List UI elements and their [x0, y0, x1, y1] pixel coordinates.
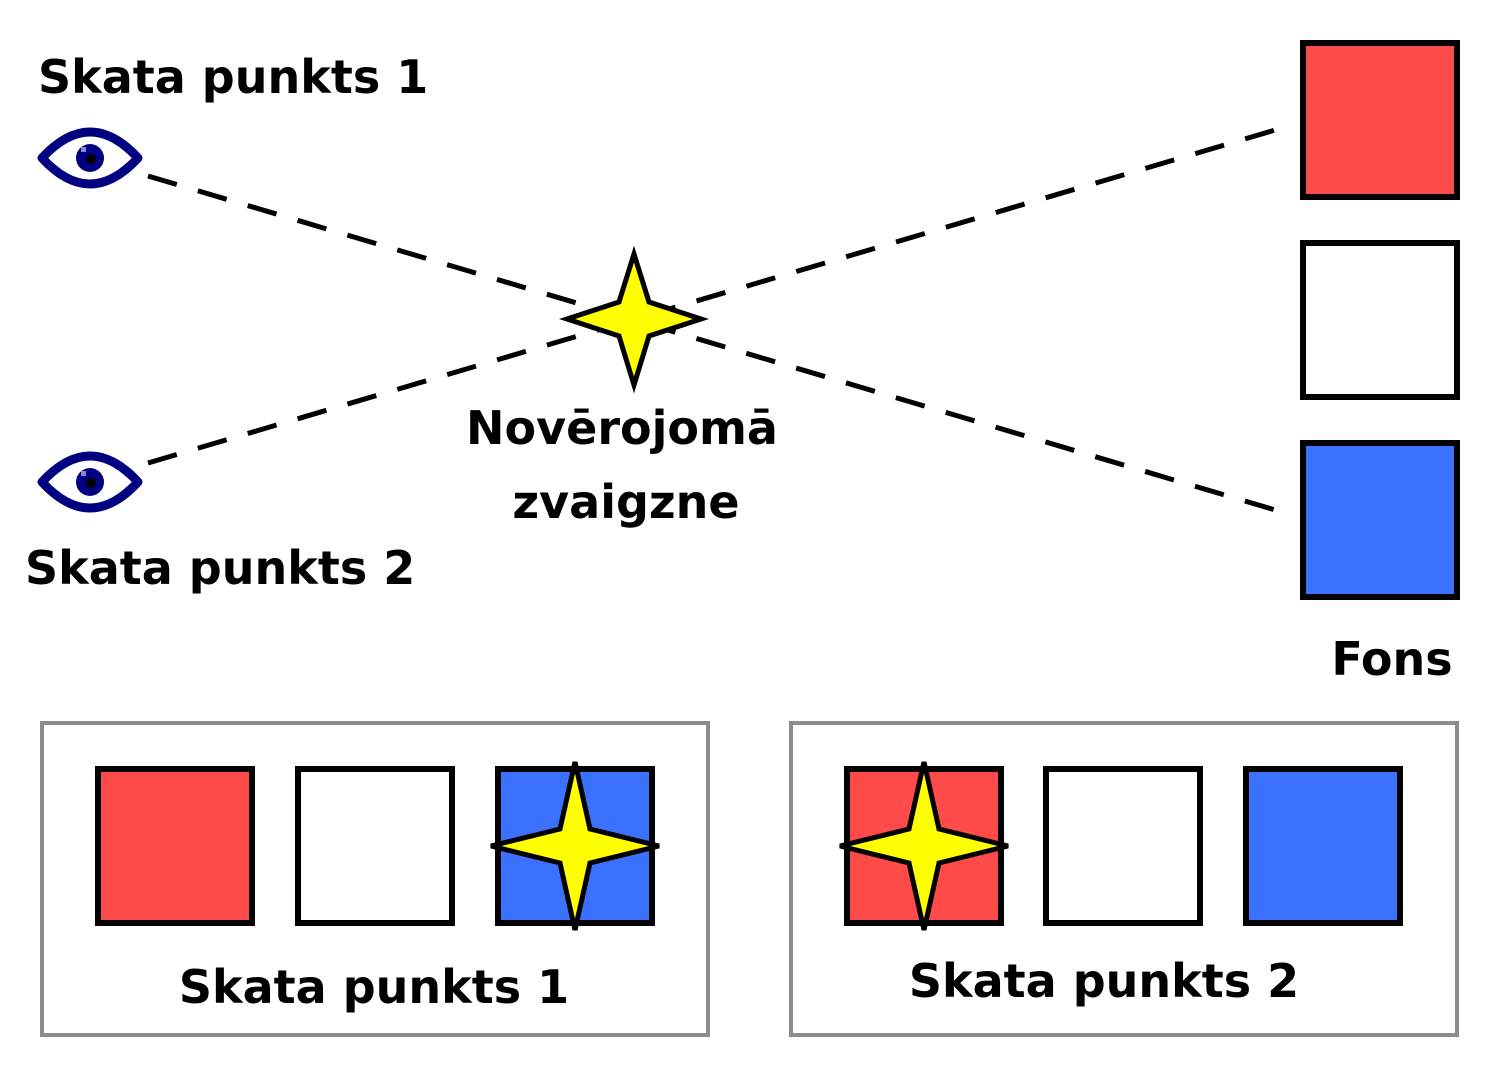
viewpoint-2-label: Skata punkts 2 [25, 541, 415, 595]
panel-1-caption: Skata punkts 1 [179, 960, 569, 1014]
panel-square-red [95, 766, 255, 926]
panel-square-white [1043, 766, 1203, 926]
sight-line-viewpoint2 [147, 125, 1283, 466]
view-panel-2: Skata punkts 2 [789, 721, 1459, 1037]
four-point-star-icon [490, 761, 660, 931]
star-label-line1: Novērojomā [466, 401, 778, 455]
sight-lines [147, 125, 1283, 515]
panel-square-white [295, 766, 455, 926]
background-square-white [1300, 240, 1460, 400]
four-point-star-icon [558, 245, 710, 394]
star-label-line2: zvaigzne [512, 475, 739, 529]
observed-star: Novērojomā zvaigzne [466, 245, 778, 529]
viewpoint-1-label: Skata punkts 1 [38, 50, 428, 104]
background-square-red [1300, 40, 1460, 200]
eye-icon [37, 127, 143, 189]
viewpoint-2: Skata punkts 2 [25, 451, 415, 595]
panel-square-blue [1243, 766, 1403, 926]
four-point-star-icon [839, 761, 1009, 931]
eye-icon [37, 451, 143, 513]
background-squares: Fons [1300, 40, 1460, 686]
background-square-blue [1300, 440, 1460, 600]
viewpoint-1: Skata punkts 1 [37, 50, 428, 189]
background-label: Fons [1331, 632, 1452, 686]
sight-line-viewpoint1 [147, 173, 1283, 515]
view-panel-1: Skata punkts 1 [40, 721, 710, 1037]
panel-2-caption: Skata punkts 2 [909, 954, 1299, 1008]
